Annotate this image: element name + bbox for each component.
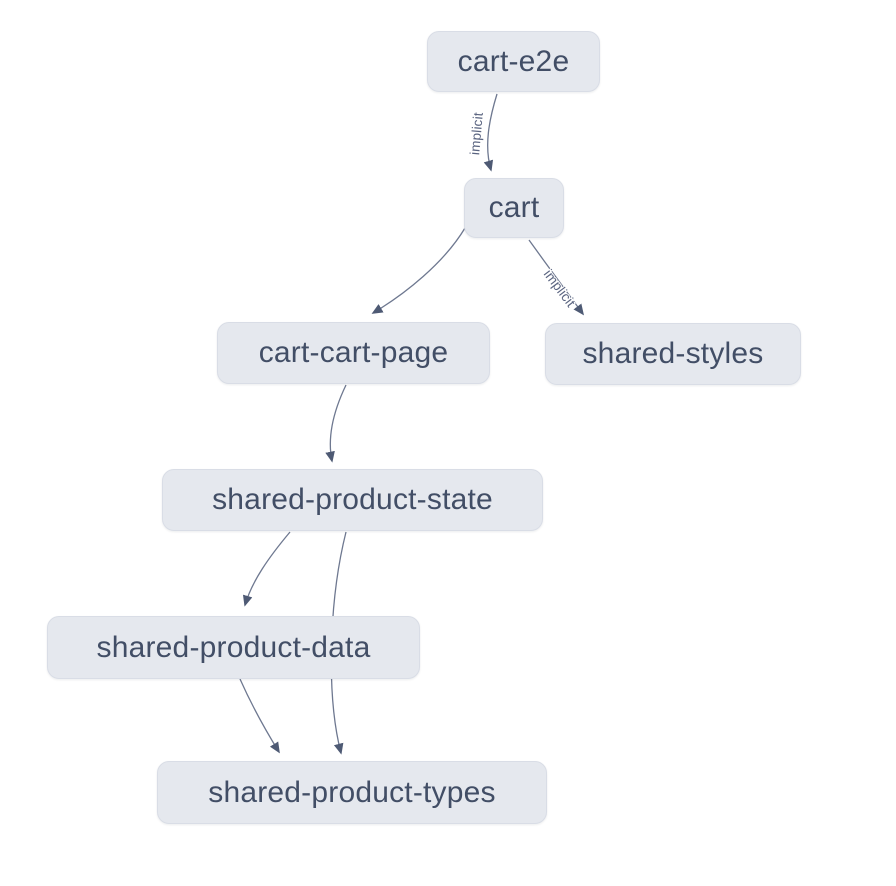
graph-node-cart-e2e[interactable]: cart-e2e xyxy=(427,31,600,92)
node-label-cart-e2e: cart-e2e xyxy=(457,44,570,78)
node-label-cart: cart xyxy=(488,191,540,224)
graph-node-shared-product-state[interactable]: shared-product-state xyxy=(162,469,543,531)
edge-cart-to-shared-styles xyxy=(528,239,584,316)
edge-label-cart-to-shared-styles: implicit xyxy=(541,267,579,310)
graph-node-shared-product-data[interactable]: shared-product-data xyxy=(47,616,420,679)
edge-shared-product-state-to-shared-product-data xyxy=(242,531,291,607)
node-label-shared-product-types: shared-product-types xyxy=(208,775,496,809)
node-label-cart-cart-page: cart-cart-page xyxy=(258,336,449,369)
node-label-shared-product-data: shared-product-data xyxy=(96,630,371,664)
graph-node-shared-product-types[interactable]: shared-product-types xyxy=(157,761,547,824)
edge-label-cart-e2e-to-cart: implicit xyxy=(467,112,486,156)
edge-cart-cart-page-to-shared-product-state xyxy=(325,384,347,463)
edge-shared-product-data-to-shared-product-types xyxy=(239,678,280,754)
edge-cart-to-cart-cart-page xyxy=(371,227,466,314)
node-label-shared-product-state: shared-product-state xyxy=(212,483,493,516)
edge-cart-e2e-to-cart xyxy=(483,93,498,172)
graph-node-cart-cart-page[interactable]: cart-cart-page xyxy=(217,322,490,384)
graph-node-cart[interactable]: cart xyxy=(464,178,564,238)
graph-node-shared-styles[interactable]: shared-styles xyxy=(545,323,801,385)
node-label-shared-styles: shared-styles xyxy=(582,337,764,370)
